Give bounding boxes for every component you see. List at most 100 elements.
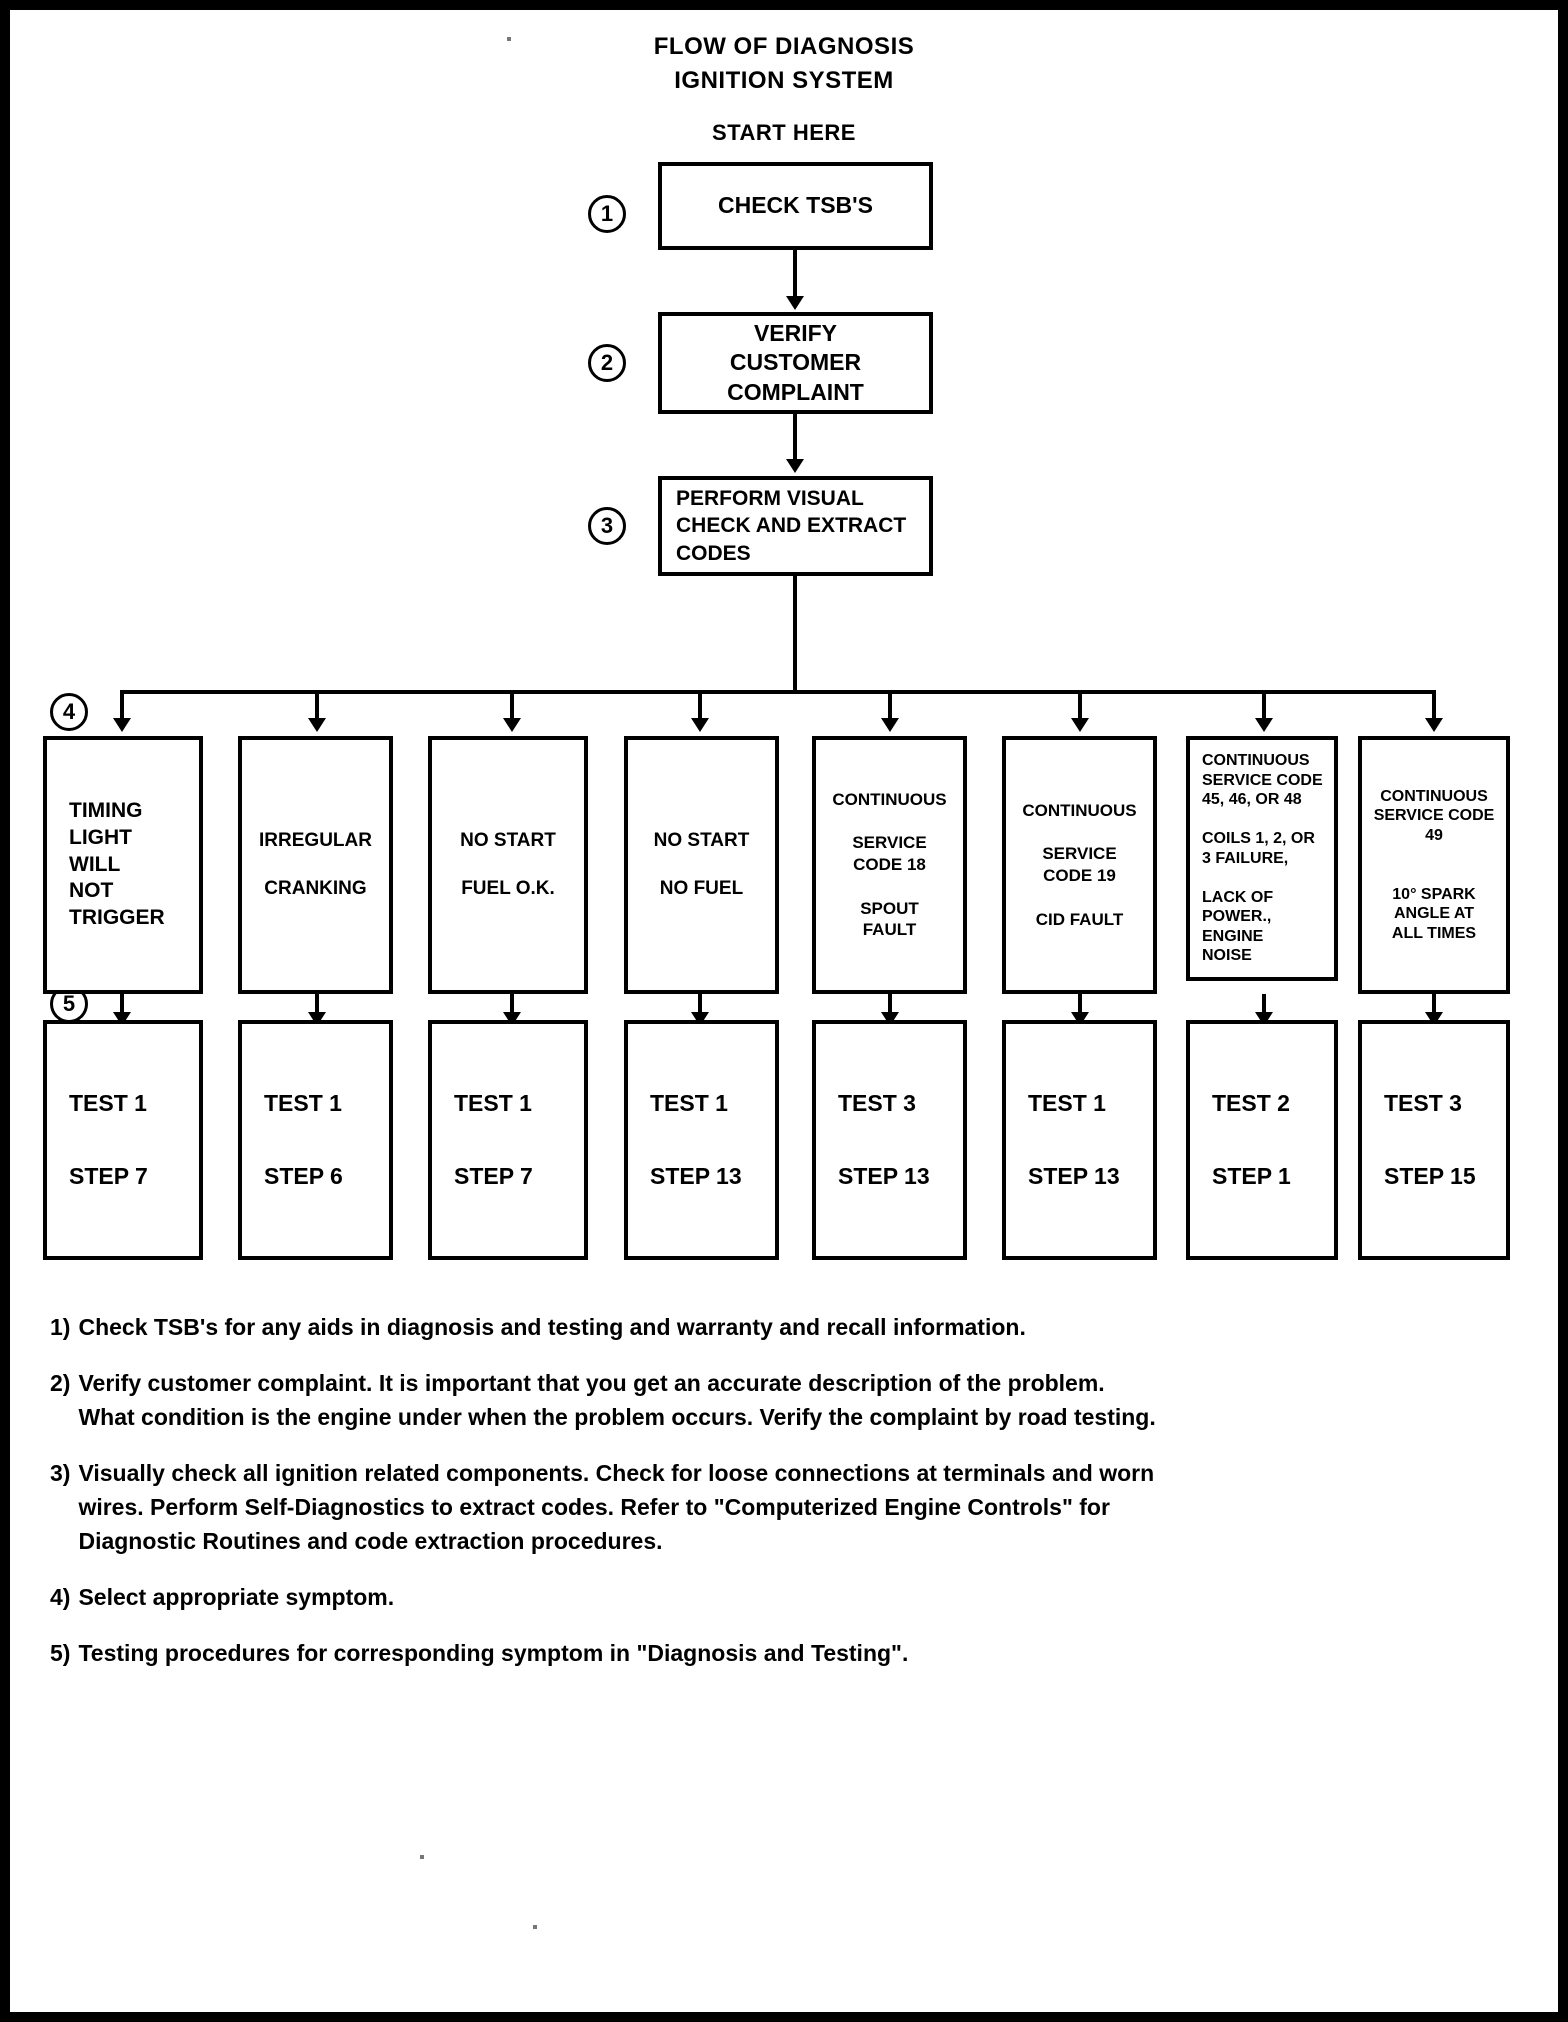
symptom-box-6[interactable]: CONTINUOUS SERVICE CODE 19 CID FAULT xyxy=(1002,736,1157,994)
connector-1-2 xyxy=(793,250,797,298)
test-drop-8 xyxy=(1432,994,1436,1016)
note-5-body: Testing procedures for corresponding sym… xyxy=(78,1640,909,1666)
symptom-box-2[interactable]: IRREGULAR CRANKING xyxy=(238,736,393,994)
symptom-box-7[interactable]: CONTINUOUS SERVICE CODE 45, 46, OR 48 CO… xyxy=(1186,736,1338,981)
step-marker-2: 2 xyxy=(588,344,626,382)
test-drop-4 xyxy=(698,994,702,1016)
flow-box-verify-complaint[interactable]: VERIFY CUSTOMER COMPLAINT xyxy=(658,312,933,414)
scan-speck xyxy=(533,1925,537,1929)
branch-drop-1 xyxy=(120,690,124,720)
test-box-2-step: STEP 6 xyxy=(264,1163,343,1189)
note-1-number: 1) xyxy=(50,1314,71,1340)
arrowhead-2-3 xyxy=(786,459,804,473)
note-4-number: 4) xyxy=(50,1584,71,1610)
test-box-4[interactable]: TEST 1 STEP 13 xyxy=(624,1020,779,1260)
note-3-number: 3) xyxy=(50,1460,71,1486)
distribution-bus xyxy=(120,690,1432,694)
note-item-3: 3) Visually check all ignition related c… xyxy=(50,1456,1470,1558)
start-here-label: START HERE xyxy=(712,120,856,145)
test-box-5-text: TEST 3 STEP 13 xyxy=(816,1059,963,1221)
test-box-7-test: TEST 2 xyxy=(1212,1089,1290,1116)
note-item-5: 5) Testing procedures for corresponding … xyxy=(50,1636,1470,1670)
test-box-8-text: TEST 3 STEP 15 xyxy=(1362,1059,1506,1221)
test-box-8[interactable]: TEST 3 STEP 15 xyxy=(1358,1020,1510,1260)
flow-box-visual-check[interactable]: PERFORM VISUAL CHECK AND EXTRACT CODES xyxy=(658,476,933,576)
test-box-1-text: TEST 1 STEP 7 xyxy=(47,1059,199,1221)
test-box-7-step: STEP 1 xyxy=(1212,1163,1291,1189)
branch-arrow-4 xyxy=(691,718,709,732)
test-drop-5 xyxy=(888,994,892,1016)
scan-speck xyxy=(420,1855,424,1859)
symptom-box-8-text: CONTINUOUS SERVICE CODE 49 10° SPARK ANG… xyxy=(1373,787,1495,942)
test-box-7[interactable]: TEST 2 STEP 1 xyxy=(1186,1020,1338,1260)
test-box-2-text: TEST 1 STEP 6 xyxy=(242,1059,389,1221)
test-box-5[interactable]: TEST 3 STEP 13 xyxy=(812,1020,967,1260)
branch-drop-3 xyxy=(510,690,514,720)
step-marker-1: 1 xyxy=(588,195,626,233)
test-box-8-test: TEST 3 xyxy=(1384,1089,1462,1116)
branch-arrow-1 xyxy=(113,718,131,732)
flow-box-check-tsbs[interactable]: CHECK TSB'S xyxy=(658,162,933,250)
test-box-7-text: TEST 2 STEP 1 xyxy=(1190,1059,1334,1221)
connector-3-bus xyxy=(793,576,797,692)
symptom-box-5[interactable]: CONTINUOUS SERVICE CODE 18 SPOUT FAULT xyxy=(812,736,967,994)
branch-drop-5 xyxy=(888,690,892,720)
symptom-box-8[interactable]: CONTINUOUS SERVICE CODE 49 10° SPARK ANG… xyxy=(1358,736,1510,994)
symptom-box-4-text: NO START NO FUEL xyxy=(653,829,750,900)
test-box-1-step: STEP 7 xyxy=(69,1163,148,1189)
test-box-8-step: STEP 15 xyxy=(1384,1163,1476,1189)
test-box-3-test: TEST 1 xyxy=(454,1089,532,1116)
arrowhead-1-2 xyxy=(786,296,804,310)
test-box-6-test: TEST 1 xyxy=(1028,1089,1106,1116)
symptom-box-3-text: NO START FUEL O.K. xyxy=(460,829,556,900)
test-box-1-test: TEST 1 xyxy=(69,1089,147,1116)
flow-box-2-text: VERIFY CUSTOMER COMPLAINT xyxy=(727,319,864,405)
test-box-6[interactable]: TEST 1 STEP 13 xyxy=(1002,1020,1157,1260)
note-item-4: 4) Select appropriate symptom. xyxy=(50,1580,1470,1614)
step-marker-3: 3 xyxy=(588,507,626,545)
note-1-body: Check TSB's for any aids in diagnosis an… xyxy=(78,1314,1026,1340)
test-box-6-text: TEST 1 STEP 13 xyxy=(1006,1059,1153,1221)
test-box-2[interactable]: TEST 1 STEP 6 xyxy=(238,1020,393,1260)
symptom-box-7-text: CONTINUOUS SERVICE CODE 45, 46, OR 48 CO… xyxy=(1202,752,1323,965)
branch-drop-2 xyxy=(315,690,319,720)
title-line-2: IGNITION SYSTEM xyxy=(674,67,894,94)
branch-arrow-8 xyxy=(1425,718,1443,732)
test-box-3-text: TEST 1 STEP 7 xyxy=(432,1059,584,1221)
test-box-5-step: STEP 13 xyxy=(838,1163,930,1189)
branch-drop-4 xyxy=(698,690,702,720)
test-drop-7 xyxy=(1262,994,1266,1016)
branch-arrow-5 xyxy=(881,718,899,732)
test-drop-2 xyxy=(315,994,319,1016)
title-line-1: FLOW OF DIAGNOSIS xyxy=(653,33,915,60)
symptom-box-3[interactable]: NO START FUEL O.K. xyxy=(428,736,588,994)
symptom-box-2-text: IRREGULAR CRANKING xyxy=(259,829,372,900)
test-box-4-text: TEST 1 STEP 13 xyxy=(628,1059,775,1221)
test-box-6-step: STEP 13 xyxy=(1028,1163,1120,1189)
test-box-2-test: TEST 1 xyxy=(264,1089,342,1116)
note-4-body: Select appropriate symptom. xyxy=(78,1584,395,1610)
test-box-3[interactable]: TEST 1 STEP 7 xyxy=(428,1020,588,1260)
symptom-box-1-text: TIMING LIGHT WILL NOT TRIGGER xyxy=(69,798,165,930)
note-5-number: 5) xyxy=(50,1640,71,1666)
test-box-5-test: TEST 3 xyxy=(838,1089,916,1116)
symptom-box-1[interactable]: TIMING LIGHT WILL NOT TRIGGER xyxy=(43,736,203,994)
branch-drop-8 xyxy=(1432,690,1436,720)
branch-arrow-6 xyxy=(1071,718,1089,732)
test-box-3-step: STEP 7 xyxy=(454,1163,533,1189)
test-box-1[interactable]: TEST 1 STEP 7 xyxy=(43,1020,203,1260)
branch-arrow-3 xyxy=(503,718,521,732)
flow-box-1-text: CHECK TSB'S xyxy=(718,192,873,219)
step-marker-4: 4 xyxy=(50,693,88,731)
symptom-box-4[interactable]: NO START NO FUEL xyxy=(624,736,779,994)
diagram-title: FLOW OF DIAGNOSIS IGNITION SYSTEM xyxy=(10,30,1558,98)
symptom-box-6-text: CONTINUOUS SERVICE CODE 19 CID FAULT xyxy=(1022,800,1137,929)
connector-2-3 xyxy=(793,414,797,460)
flow-box-3-text: PERFORM VISUAL CHECK AND EXTRACT CODES xyxy=(676,487,907,565)
note-2-number: 2) xyxy=(50,1370,71,1396)
test-box-4-step: STEP 13 xyxy=(650,1163,742,1189)
branch-arrow-2 xyxy=(308,718,326,732)
branch-drop-6 xyxy=(1078,690,1082,720)
symptom-box-5-text: CONTINUOUS SERVICE CODE 18 SPOUT FAULT xyxy=(832,789,947,940)
